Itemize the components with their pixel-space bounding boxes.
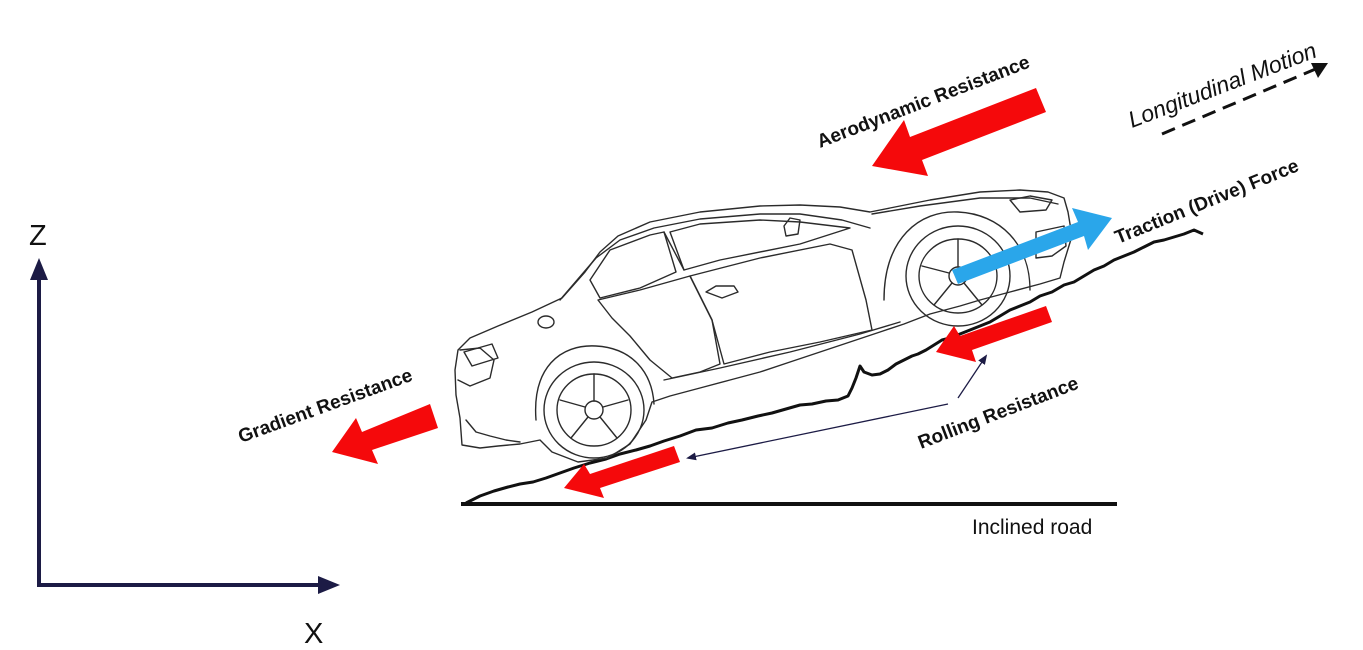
car-b-pillar: [663, 231, 685, 271]
car-headlight: [1009, 195, 1053, 213]
rear-wheel: [543, 361, 645, 459]
inclined-road: Inclined road: [461, 228, 1204, 539]
rolling-pointer-line-rear: [686, 403, 949, 461]
car-rear-diffuser: [465, 419, 521, 443]
road-rough-surface: [465, 228, 1204, 505]
car-door-handle: [705, 285, 739, 299]
gradient-resistance-arrow: [332, 404, 438, 464]
car-hood: [871, 197, 1059, 215]
car-front-window: [669, 219, 851, 271]
car-rear-arch: [534, 345, 655, 421]
x-axis-arrowhead: [318, 576, 340, 594]
longitudinal-motion-arrowhead: [1311, 63, 1328, 78]
traction-force-arrow: [952, 208, 1112, 284]
car-side-sill: [663, 321, 901, 381]
road-label: Inclined road: [972, 516, 1092, 539]
car-taillight: [463, 343, 499, 367]
car-rear-door: [597, 275, 721, 379]
car-icon: [454, 189, 1073, 463]
car-rear-bumper: [457, 347, 495, 387]
x-axis-label: X: [304, 618, 323, 650]
force-arrows: [332, 63, 1328, 498]
rolling-resistance-front-arrow: [936, 306, 1052, 362]
car-roof-line: [559, 213, 871, 301]
rolling-resistance-rear-arrow: [564, 446, 680, 498]
rolling-pointer-line-front: [957, 354, 988, 399]
coordinate-axes: Z X: [29, 220, 340, 650]
longitudinal-motion-arrow: [1161, 66, 1319, 136]
z-axis-arrowhead: [30, 258, 48, 280]
aerodynamic-resistance-arrow: [872, 88, 1046, 176]
car-rear-window: [589, 231, 677, 299]
car-side-mirror: [783, 217, 801, 237]
z-axis-label: Z: [29, 220, 47, 252]
car-fuel-cap: [537, 315, 555, 329]
force-labels: Aerodynamic Resistance Longitudinal Moti…: [236, 37, 1320, 454]
rolling-resistance-label: Rolling Resistance: [915, 373, 1081, 454]
longitudinal-motion-label: Longitudinal Motion: [1124, 37, 1320, 133]
traction-force-label: Traction (Drive) Force: [1112, 156, 1302, 249]
